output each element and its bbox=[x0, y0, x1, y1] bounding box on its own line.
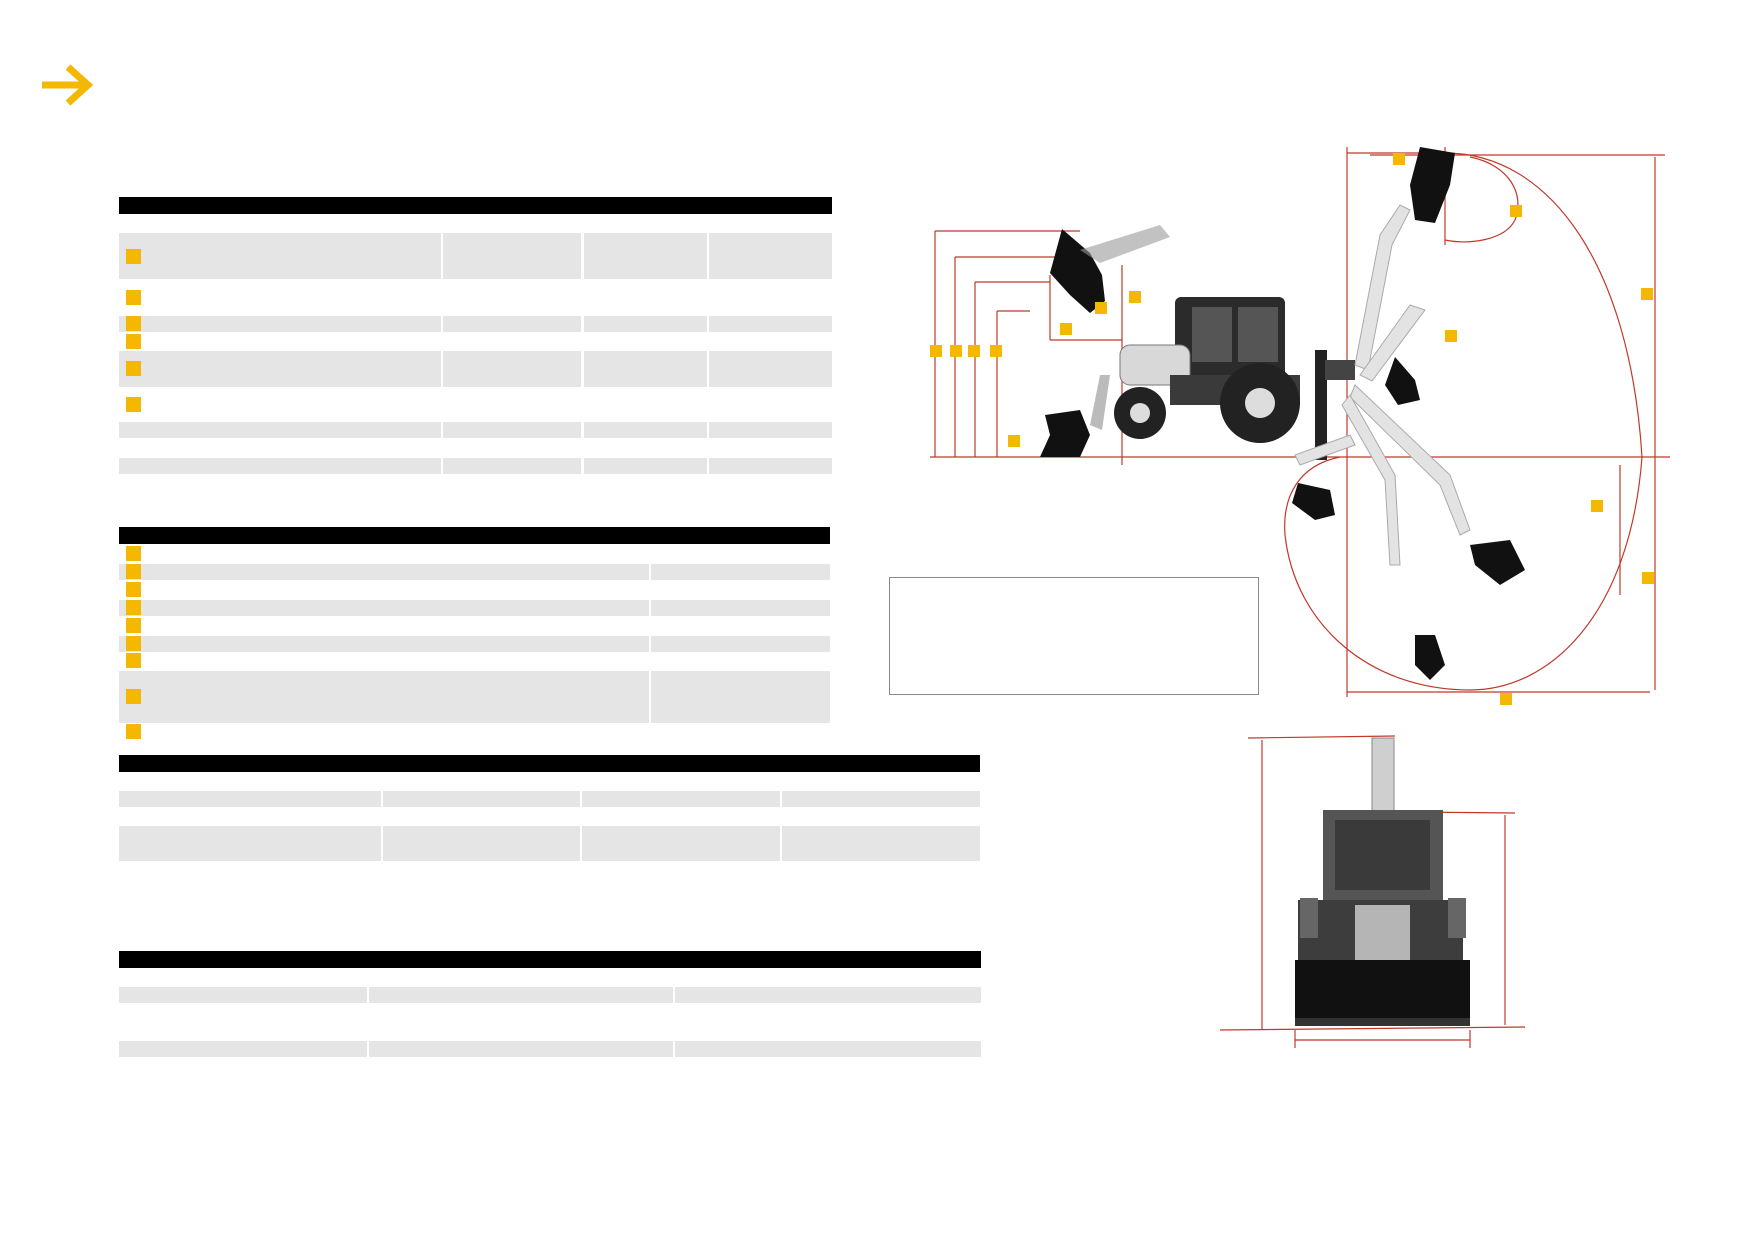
table-row bbox=[119, 564, 830, 580]
dimension-marker-icon bbox=[126, 397, 141, 412]
dimension-marker-icon bbox=[126, 564, 141, 579]
table-row bbox=[119, 636, 830, 652]
dimension-marker-icon bbox=[126, 636, 141, 651]
dimension-marker-icon bbox=[126, 689, 141, 704]
backhoe-front-view-diagram bbox=[1220, 735, 1526, 1048]
dimension-marker-icon bbox=[126, 334, 141, 349]
dimension-marker-icon bbox=[126, 546, 141, 561]
table-row bbox=[119, 826, 980, 861]
table-row bbox=[119, 1041, 981, 1057]
table-row bbox=[119, 233, 832, 279]
table-4-header-bar bbox=[119, 951, 981, 968]
table-row bbox=[119, 600, 830, 616]
dimension-marker-icon bbox=[126, 290, 141, 305]
backhoe-side-view-diagram bbox=[930, 147, 1670, 705]
table-row bbox=[119, 458, 832, 474]
dimension-marker-icon bbox=[126, 600, 141, 615]
table-3-header-bar bbox=[119, 755, 980, 772]
table-row bbox=[119, 791, 980, 807]
dimension-marker-icon bbox=[126, 249, 141, 264]
arrow-right-icon bbox=[42, 64, 94, 106]
dimension-marker-icon bbox=[126, 618, 141, 633]
dimension-marker-icon bbox=[126, 316, 141, 331]
table-2-header-bar bbox=[119, 527, 830, 544]
table-row bbox=[119, 671, 830, 723]
table-row bbox=[119, 316, 832, 332]
dimension-marker-icon bbox=[126, 361, 141, 376]
dimension-marker-icon bbox=[126, 653, 141, 668]
dimension-marker-icon bbox=[126, 724, 141, 739]
table-1-header-bar bbox=[119, 197, 832, 214]
table-row bbox=[119, 987, 981, 1003]
table-row bbox=[119, 422, 832, 438]
table-row bbox=[119, 351, 832, 387]
note-box bbox=[889, 577, 1259, 695]
dimension-marker-icon bbox=[126, 582, 141, 597]
